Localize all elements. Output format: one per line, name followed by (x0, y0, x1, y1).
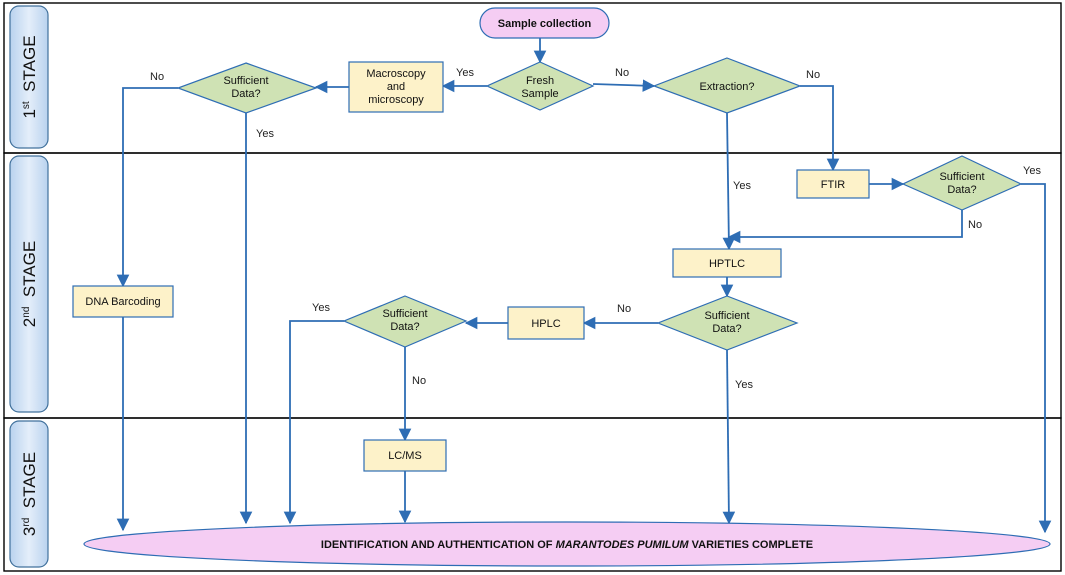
dna-barcoding-text: DNA Barcoding (85, 296, 160, 308)
edge-extraction-hptlc (722, 112, 736, 251)
label-suff1-no: No (150, 71, 164, 83)
stage-2-tab: 2nd STAGE (9, 155, 49, 413)
edge-suff4-final (283, 320, 344, 525)
stage-3-label: 3rd STAGE (20, 452, 39, 536)
label-suff2-yes: Yes (1023, 165, 1041, 177)
lcms-text: LC/MS (388, 450, 422, 462)
edge-suff2-final (1021, 183, 1052, 534)
edges (116, 38, 1052, 534)
label-extraction-yes: Yes (733, 180, 751, 192)
stage-2-label: 2nd STAGE (20, 241, 39, 327)
ftir-text: FTIR (821, 179, 845, 191)
edge-fresh-extraction (592, 79, 656, 92)
edge-extraction-ftir (800, 85, 840, 172)
label-suff4-no: No (412, 375, 426, 387)
stage-1-label: 1st STAGE (20, 35, 39, 118)
final-text: IDENTIFICATION AND AUTHENTICATION OF MAR… (321, 539, 813, 551)
hptlc-text: HPTLC (709, 258, 745, 270)
stage-1-tab: 1st STAGE (9, 5, 49, 149)
node-final: IDENTIFICATION AND AUTHENTICATION OF MAR… (83, 521, 1051, 567)
extraction-text: Extraction? (699, 81, 754, 93)
label-suff2-no: No (968, 219, 982, 231)
label-suff3-yes: Yes (735, 379, 753, 391)
edge-suff1-dna (116, 87, 178, 288)
sample-collection-text: Sample collection (498, 18, 592, 30)
node-extraction: Extraction? (652, 57, 802, 114)
node-dna-barcoding: DNA Barcoding (72, 285, 174, 318)
band-stage-3 (3, 417, 1062, 572)
edge-labels: Yes No No Yes No Yes Yes No No Yes Yes N… (150, 67, 1041, 391)
node-sample-collection: Sample collection (479, 7, 610, 39)
node-lcms: LC/MS (363, 439, 447, 472)
label-fresh-yes: Yes (456, 67, 474, 79)
edge-suff3-final (722, 349, 736, 525)
node-hptlc: HPTLC (672, 248, 782, 278)
stage-bands (3, 2, 1062, 572)
label-suff1-yes: Yes (256, 128, 274, 140)
label-extraction-no: No (806, 69, 820, 81)
node-hplc: HPLC (507, 306, 585, 340)
label-suff4-yes: Yes (312, 302, 330, 314)
edge-suff2-hptlc (727, 210, 963, 244)
label-suff3-no: No (617, 303, 631, 315)
hplc-text: HPLC (531, 318, 560, 330)
label-fresh-no: No (615, 67, 629, 79)
stage-3-tab: 3rd STAGE (9, 420, 49, 568)
node-ftir: FTIR (796, 169, 870, 199)
